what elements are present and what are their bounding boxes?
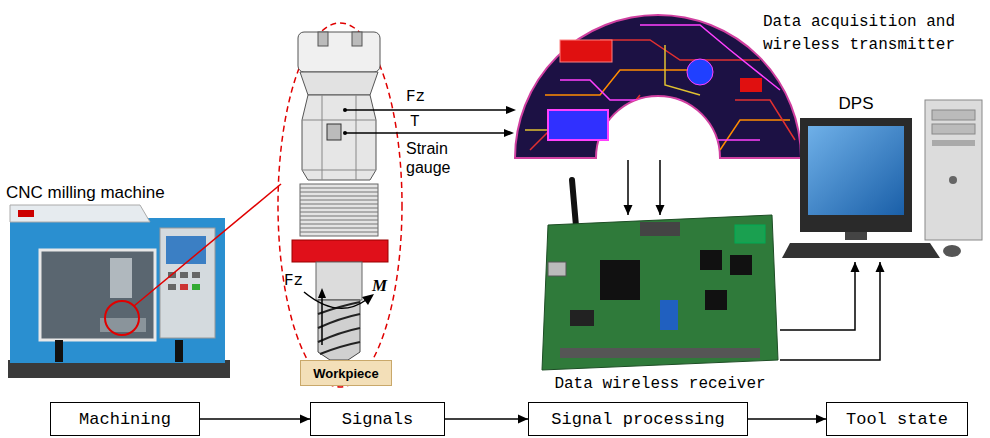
- box-text: Signals: [342, 410, 413, 429]
- force-label: Fz: [284, 272, 314, 291]
- connector-arrow: [780, 262, 860, 330]
- computer-figure: [782, 100, 982, 258]
- arrow-head: [624, 205, 633, 215]
- heading-text: CNC milling machine: [6, 183, 238, 203]
- box-text: Signal processing: [551, 410, 724, 429]
- tool-holder: [278, 23, 516, 387]
- box-text: Workpiece: [313, 366, 379, 381]
- connector-arrow: [445, 415, 528, 424]
- arrow-head: [656, 205, 665, 215]
- box-text: Machining: [79, 410, 171, 429]
- heading-text: Data acquisition and wireless transmitte…: [763, 11, 978, 57]
- connector-arrow: [780, 262, 885, 360]
- connector-arrow: [200, 415, 310, 424]
- process-box: Signals: [310, 402, 445, 436]
- receiver-node: Data wireless receiver: [540, 215, 780, 395]
- workpiece-block: Workpiece: [300, 360, 392, 386]
- connector-line: [200, 418, 310, 420]
- connector-line: [780, 262, 880, 360]
- cnc-machine: [8, 184, 281, 378]
- moment-label: M: [372, 276, 402, 296]
- connector-line: [780, 262, 855, 330]
- arrow-head: [816, 415, 826, 424]
- process-box: Machining: [50, 402, 200, 436]
- connector-line: [445, 418, 528, 420]
- machine-node: CNC milling machine: [6, 183, 238, 383]
- arrow-head: [518, 415, 528, 424]
- process-box: Signal processing: [528, 402, 748, 436]
- heading-text: DPS: [786, 94, 926, 114]
- heading-text: Data wireless receiver: [540, 375, 780, 393]
- arrow-head: [876, 262, 885, 272]
- box-text: Tool state: [846, 410, 948, 429]
- transmitter-pcb: [515, 15, 801, 158]
- torque-label: T: [410, 113, 440, 132]
- receiver-board: [542, 180, 778, 370]
- connector-arrow: [656, 160, 665, 215]
- transmitter-node: Data acquisition and wireless transmitte…: [515, 5, 985, 160]
- force-label: Fz: [406, 88, 446, 107]
- sensor-label: Strain gauge: [406, 139, 478, 177]
- process-box: Tool state: [826, 402, 968, 436]
- connector-line: [748, 418, 826, 420]
- computer-node: DPS: [786, 92, 986, 262]
- arrow-head: [300, 415, 310, 424]
- connector-arrow: [624, 160, 633, 215]
- arrow-head: [851, 262, 860, 272]
- connector-arrow: [748, 415, 826, 424]
